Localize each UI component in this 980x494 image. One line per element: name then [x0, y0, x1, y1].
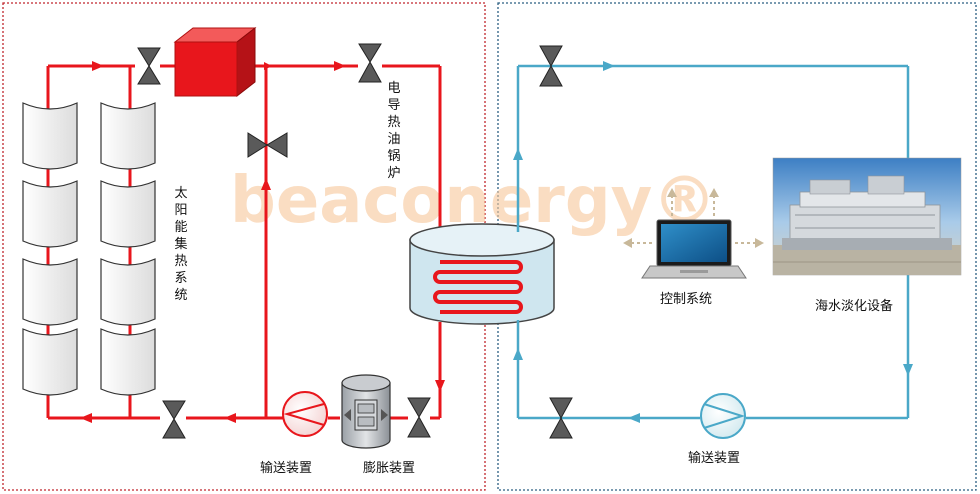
valve-icon[interactable] — [539, 45, 563, 87]
solar-system-label: 太阳能集热系统 — [174, 186, 188, 303]
control-system-label: 控制系统 — [660, 292, 713, 307]
valve-icon[interactable] — [358, 43, 382, 83]
desalination-label: 海水淡化设备 — [815, 299, 894, 314]
heat-exchanger-tank — [409, 223, 555, 325]
valve-icon[interactable] — [162, 400, 186, 439]
solar-collector-panels — [22, 102, 156, 396]
boiler-label: 电导热油锅炉 — [387, 81, 401, 181]
valve-icon[interactable] — [137, 47, 161, 85]
electric-boiler — [173, 26, 257, 98]
hot-loop-arrows — [80, 61, 445, 423]
right-section-border — [497, 2, 977, 491]
valve-icon[interactable] — [247, 132, 288, 158]
pump-right-icon[interactable] — [700, 393, 746, 439]
expansion-tank — [341, 374, 391, 449]
desalination-plant-image — [772, 157, 962, 276]
pump-left-label: 输送装置 — [260, 461, 313, 476]
expansion-label: 膨胀装置 — [363, 461, 416, 476]
valve-icon[interactable] — [549, 397, 573, 439]
pump-right-label: 输送装置 — [688, 451, 741, 466]
valve-icon[interactable] — [407, 397, 431, 438]
laptop-icon[interactable] — [641, 219, 747, 279]
signal-arrows — [623, 188, 764, 248]
water-loop-arrows — [513, 61, 913, 423]
pump-left-icon[interactable] — [282, 391, 328, 437]
